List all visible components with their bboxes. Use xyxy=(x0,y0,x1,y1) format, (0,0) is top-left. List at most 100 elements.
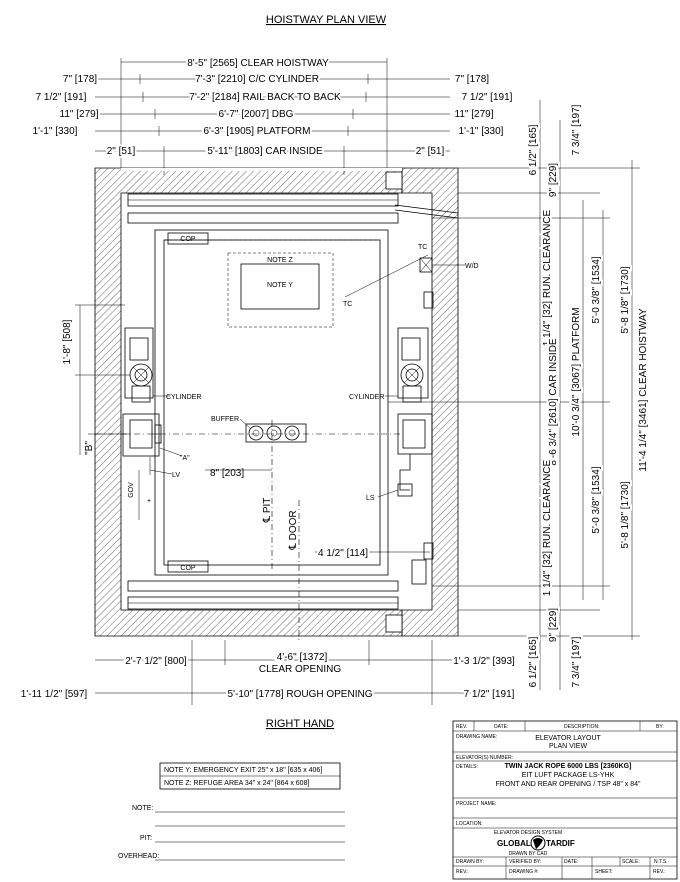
tb-details-label: DETAILS: xyxy=(456,764,478,770)
dim-top-c: 9" [229] xyxy=(548,163,559,197)
pit-field-label: PIT: xyxy=(140,835,152,842)
pit-centerline-label: ℄ PIT xyxy=(262,498,273,524)
dim-door-offset: 4 1/2" [114] xyxy=(318,548,368,559)
tb-elevator-number: ELEVATOR(S) NUMBER: xyxy=(456,755,513,761)
note-y-text: NOTE Y: EMERGENCY EXIT 25" x 18" [635 x … xyxy=(164,767,322,774)
dim-rail-center: 7'-2" [2184] RAIL BACK TO BACK xyxy=(189,92,341,103)
dim-opening-left-offset: 2'-7 1/2" [800] xyxy=(125,656,187,667)
tb-description-header: DESCRIPTION: xyxy=(564,724,600,730)
tb-date-header: DATE: xyxy=(494,724,508,730)
dim-top-a: 6 1/2" [165] xyxy=(528,124,539,175)
tb-details-2: EIT LUFT PACKAGE LS-YHK xyxy=(522,772,615,779)
lv-label: LV xyxy=(172,472,180,479)
left-cylinder-assembly: CYLINDER xyxy=(122,327,201,457)
dim-cylinder-right: 7" [178] xyxy=(455,74,489,85)
a-label: "A" xyxy=(180,455,190,462)
tb-rev2: REV.: xyxy=(456,869,469,875)
dim-rough-left: 1'-11 1/2" [597] xyxy=(21,689,88,700)
dim-car-left: 2" [51] xyxy=(107,146,136,157)
dim-half-bot-b: 5'-8 1/8" [1730] xyxy=(620,481,631,548)
drawing-title: HOISTWAY PLAN VIEW xyxy=(266,14,387,26)
right-dimensions: 6 1/2" [165] 7 3/4" [197] 9" [229] 1 1/4… xyxy=(388,100,651,690)
tc-top-label: TC xyxy=(418,244,427,251)
dim-pit-offset: 8" [203] xyxy=(210,468,244,479)
dim-clear-opening: 4'-6" [1372] xyxy=(277,652,328,663)
dim-car-right: 2" [51] xyxy=(416,146,445,157)
dim-top-b: 7 3/4" [197] xyxy=(571,104,582,155)
top-dimensions: 8'-5" [2565] CLEAR HOISTWAY 7" [178] 7'-… xyxy=(31,56,515,175)
tb-drawing-name-label: DRAWING NAME: xyxy=(456,734,497,740)
note-y-label: NOTE Y xyxy=(267,282,293,289)
dim-platform-center: 6'-3" [1905] PLATFORM xyxy=(204,126,311,137)
note-z-text: NOTE Z: REFUGE AREA 34" x 24" [864 x 608… xyxy=(164,780,309,787)
dim-dbg-right: 11" [279] xyxy=(455,109,494,120)
dim-platform-right: 1'-1" [330] xyxy=(459,126,504,137)
dim-run-bot: 1 1/4" [32] RUN. CLEARANCE xyxy=(542,459,553,596)
gov-label: GOV xyxy=(128,482,135,498)
dim-dbg-center: 6'-7" [2007] DBG xyxy=(219,109,294,120)
dim-platform-depth: 10'-0 3/4" [3067] PLATFORM xyxy=(571,307,582,436)
dim-bot-b: 7 3/4" [197] xyxy=(571,636,582,687)
cop-top-label: COP xyxy=(180,236,196,243)
dim-b-label: "B" xyxy=(84,441,95,455)
dim-bot-a: 6 1/2" [165] xyxy=(528,636,539,687)
cylinder-right-label: CYLINDER xyxy=(349,394,384,401)
tb-company-top: ELEVATOR DESIGN SYSTEM xyxy=(494,830,562,836)
tb-drawing-name-2: PLAN VIEW xyxy=(549,743,588,750)
hoistway-walls xyxy=(94,167,459,637)
dim-platform-left: 1'-1" [330] xyxy=(33,126,78,137)
buffer-label: BUFFER xyxy=(211,416,239,423)
tb-scale-value: N.T.S. xyxy=(654,859,668,865)
tb-drawing-no: DRAWING #: xyxy=(509,869,539,875)
note-z-label: NOTE Z xyxy=(267,257,293,264)
bottom-dimensions: 2'-7 1/2" [800] 4'-6" [1372] CLEAR OPENI… xyxy=(19,640,517,705)
left-dimensions: 1'-8" [508] "B" "A" LV GOV + xyxy=(62,304,190,520)
wd-label: W/D xyxy=(465,263,479,270)
tb-date-field: DATE: xyxy=(564,859,578,865)
dim-cylinder-left: 7" [178] xyxy=(63,74,97,85)
dim-clear-hoistway-width: 8'-5" [2565] CLEAR HOISTWAY xyxy=(187,58,329,69)
top-door-sill xyxy=(127,193,459,224)
dim-half-bot-a: 5'-0 3/8" [1534] xyxy=(591,466,602,533)
clear-opening-label: CLEAR OPENING xyxy=(259,664,341,675)
dim-rail-right: 7 1/2" [191] xyxy=(462,92,513,103)
tb-company-left: GLOBAL xyxy=(497,839,531,848)
tb-company-bottom: DRAWN BY CAD xyxy=(509,851,548,857)
cop-bottom-label: COP xyxy=(180,565,196,572)
right-cylinder-assembly: CYLINDER LS xyxy=(349,291,434,585)
dim-cylinder-offset: 1'-8" [508] xyxy=(62,319,73,364)
dim-rough-opening: 5'-10" [1778] ROUGH OPENING xyxy=(228,689,373,700)
tc-bottom-label: TC xyxy=(343,301,352,308)
globe-icon xyxy=(530,835,546,851)
dim-run-top: 1 1/4" [32] RUN. CLEARANCE xyxy=(542,209,553,346)
dim-rough-right: 7 1/2" [191] xyxy=(464,689,515,700)
elevator-car: COP COP NOTE Z NOTE Y TC TC W/D xyxy=(95,229,479,576)
bottom-door-sill xyxy=(127,580,399,610)
dim-car-inside-depth: 8'-6 3/4" [2610] CAR INSIDE xyxy=(548,338,559,466)
buffers: BUFFER xyxy=(211,416,307,443)
dim-opening-right-offset: 1'-3 1/2" [393] xyxy=(453,656,515,667)
overhead-field-label: OVERHEAD: xyxy=(118,853,159,860)
tb-company-right: TARDIF xyxy=(546,839,575,848)
dim-cylinder-center: 7'-3" [2210] C/C CYLINDER xyxy=(195,74,319,85)
dim-half-top-b: 5'-8 1/8" [1730] xyxy=(620,266,631,333)
tb-rev3: REV.: xyxy=(653,869,666,875)
interior-dimensions: 8" [203] ℄ PIT ℄ DOOR 4 1/2" [114] xyxy=(205,468,430,640)
ls-label: LS xyxy=(366,495,375,502)
note-field-label: NOTE: xyxy=(132,805,153,812)
title-block: REV. DATE: DESCRIPTION: BY: DRAWING NAME… xyxy=(452,720,678,880)
dim-bot-c: 9" [229] xyxy=(548,608,559,642)
dim-car-center: 5'-11" [1803] CAR INSIDE xyxy=(207,146,323,157)
notes-box: NOTE Y: EMERGENCY EXIT 25" x 18" [635 x … xyxy=(159,762,341,790)
tb-details-3: FRONT AND REAR OPENING / TSP 48" x 84" xyxy=(495,781,641,788)
tb-details-1: TWIN JACK ROPE 6000 LBS [2360KG] xyxy=(505,763,632,770)
tb-drawn-by: DRAWN BY: xyxy=(456,859,484,865)
tb-sheet: SHEET: xyxy=(595,869,613,875)
tb-drawing-name-1: ELEVATOR LAYOUT xyxy=(535,735,601,742)
dim-clear-hoistway-depth: 11'-4 1/4" [3461] CLEAR HOISTWAY xyxy=(638,308,649,471)
notes-fields: NOTE: PIT: OVERHEAD: xyxy=(118,805,345,861)
dim-half-top-a: 5'-0 3/8" [1534] xyxy=(591,256,602,323)
drawing-subtitle: RIGHT HAND xyxy=(266,718,334,730)
tb-location: LOCATION: xyxy=(456,821,483,827)
